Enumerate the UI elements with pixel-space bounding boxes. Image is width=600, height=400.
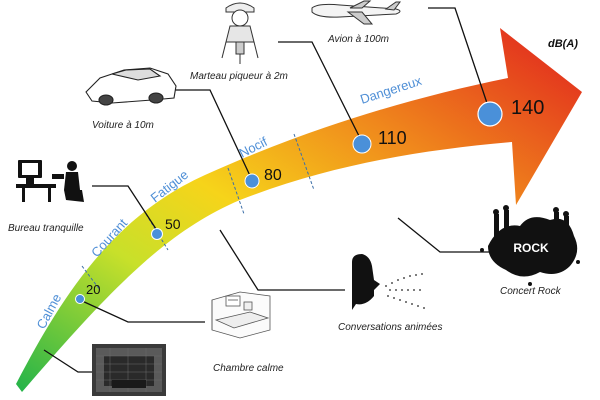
noise-scale-arrow (16, 28, 582, 392)
level-value-20: 20 (86, 282, 100, 297)
rock-concert-icon: ROCK (480, 205, 580, 286)
caption-chambre-calme: Chambre calme (213, 363, 284, 374)
anechoic-chamber-photo-icon (92, 344, 166, 396)
level-marker-50 (151, 228, 163, 240)
level-marker-20 (75, 294, 85, 304)
shouting-head-icon (352, 254, 425, 310)
level-value-110: 110 (378, 128, 407, 148)
caption-marteau-piqueur: Marteau piqueur à 2m (190, 71, 288, 82)
caption-bureau-tranquille: Bureau tranquille (8, 223, 84, 234)
leader-lines (43, 7, 502, 373)
level-marker-80 (244, 173, 260, 189)
office-worker-icon (16, 160, 84, 202)
caption-voiture: Voiture à 10m (92, 120, 154, 131)
level-marker-140 (477, 101, 503, 127)
airplane-icon (311, 0, 401, 25)
caption-avion: Avion à 100m (327, 34, 389, 45)
level-value-50: 50 (165, 216, 181, 232)
car-icon (85, 67, 177, 106)
jackhammer-worker-icon (221, 2, 259, 64)
unit-label: dB(A) (548, 38, 578, 50)
rock-logo-text: ROCK (513, 241, 549, 255)
level-value-80: 80 (264, 167, 282, 184)
level-marker-110 (352, 134, 372, 154)
bedroom-photo-icon (211, 291, 271, 339)
level-value-140: 140 (511, 97, 544, 119)
caption-conversations: Conversations animées (338, 322, 443, 333)
caption-concert-rock: Concert Rock (500, 286, 562, 297)
